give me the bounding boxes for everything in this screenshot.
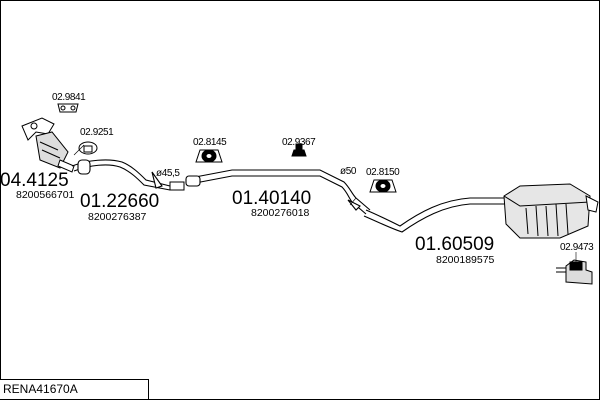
oem-number-3: 8200276018 [251,207,310,219]
fitting-code-4: 02.9367 [282,137,316,148]
rear-muffler [503,183,599,239]
fitting-code-5: 02.8150 [366,167,400,178]
fitting-code-3: 02.8145 [193,137,227,148]
oem-number-2: 8200276387 [88,211,147,223]
diagram-title: RENA41670A [3,382,78,396]
part-number-1: 04.4125 [0,170,69,191]
part-number-2: 01.22660 [80,191,159,212]
rubber-hanger-icon-9367 [291,143,307,157]
bracket-icon-9473 [556,259,593,285]
title-box: RENA41670A [0,379,149,399]
front-pipe [71,159,171,191]
clamp-icon-9251 [78,141,98,155]
part-number-3: 01.40140 [232,188,311,209]
rubber-mount-icon-8150 [369,179,397,193]
diameter-label-2: ø50 [340,166,357,177]
fitting-code-2: 02.9251 [80,127,114,138]
hanger-icon-9841 [57,103,79,113]
rubber-mount-icon-8145 [195,149,223,163]
rear-pipe [363,197,506,233]
fitting-code-1: 02.9841 [52,92,86,103]
catalytic-converter [21,117,75,173]
middle-pipe [185,169,371,215]
fitting-code-6: 02.9473 [560,242,594,253]
part-number-4: 01.60509 [415,234,494,255]
clamp-icon [169,181,185,191]
oem-number-1: 8200566701 [16,189,75,201]
diameter-label-1: ø45,5 [156,168,180,179]
oem-number-4: 8200189575 [436,254,495,266]
leader-lines [73,144,577,262]
